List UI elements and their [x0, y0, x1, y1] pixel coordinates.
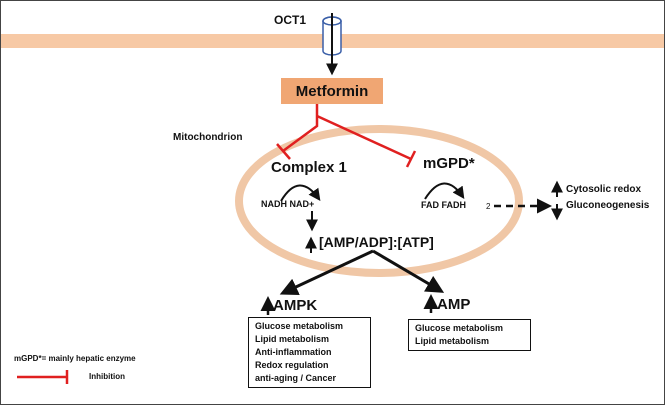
- mgpd-label: mGPD*: [423, 155, 475, 172]
- mgpd-cycle-arrow: [424, 182, 465, 200]
- legend-inhibition-label: Inhibition: [89, 372, 125, 381]
- ampk-effects-box: Glucose metabolism Lipid metabolism Anti…: [248, 317, 371, 388]
- ampk-effect-item: Glucose metabolism: [255, 321, 344, 331]
- amp-adp-atp-ratio: [AMP/ADP]:[ATP]: [319, 234, 434, 250]
- ampk-effect-item: Lipid metabolism: [255, 334, 330, 344]
- ratio-to-amp-arrow: [372, 249, 445, 293]
- inhibition-complex1: [276, 104, 319, 160]
- amp-effect-item: Lipid metabolism: [415, 336, 490, 346]
- ratio-to-ampk-arrow: [279, 249, 374, 296]
- complex1-label: Complex 1: [271, 159, 347, 176]
- metformin-box: Metformin: [281, 78, 383, 104]
- ampk-label: AMPK: [273, 297, 318, 314]
- ampk-effect-item: anti-aging / Cancer: [255, 373, 337, 383]
- ampk-effect-item: Anti-inflammation: [255, 347, 332, 357]
- gluconeogenesis-label: Gluconeogenesis: [566, 200, 650, 211]
- legend-inhibition-symbol: [17, 370, 69, 384]
- mitochondrion-outline: [235, 125, 523, 277]
- amp-effects-box: Glucose metabolism Lipid metabolism: [408, 319, 531, 351]
- complex1-cofactors: NADH NAD+: [261, 199, 315, 209]
- fadh-subscript: 2: [486, 202, 491, 211]
- inhibition-mgpd: [316, 114, 417, 168]
- legend-footnote: mGPD*= mainly hepatic enzyme: [14, 354, 136, 363]
- complex1-cycle-arrow: [280, 184, 321, 202]
- amp-effect-item: Glucose metabolism: [415, 323, 504, 333]
- ampk-effect-item: Redox regulation: [255, 360, 329, 370]
- mgpd-cofactors: FAD FADH: [421, 200, 466, 210]
- amp-label: AMP: [437, 296, 471, 313]
- mitochondrion-label: Mitochondrion: [173, 132, 243, 143]
- cytosolic-redox-label: Cytosolic redox: [566, 184, 642, 195]
- oct1-label: OCT1: [274, 13, 307, 27]
